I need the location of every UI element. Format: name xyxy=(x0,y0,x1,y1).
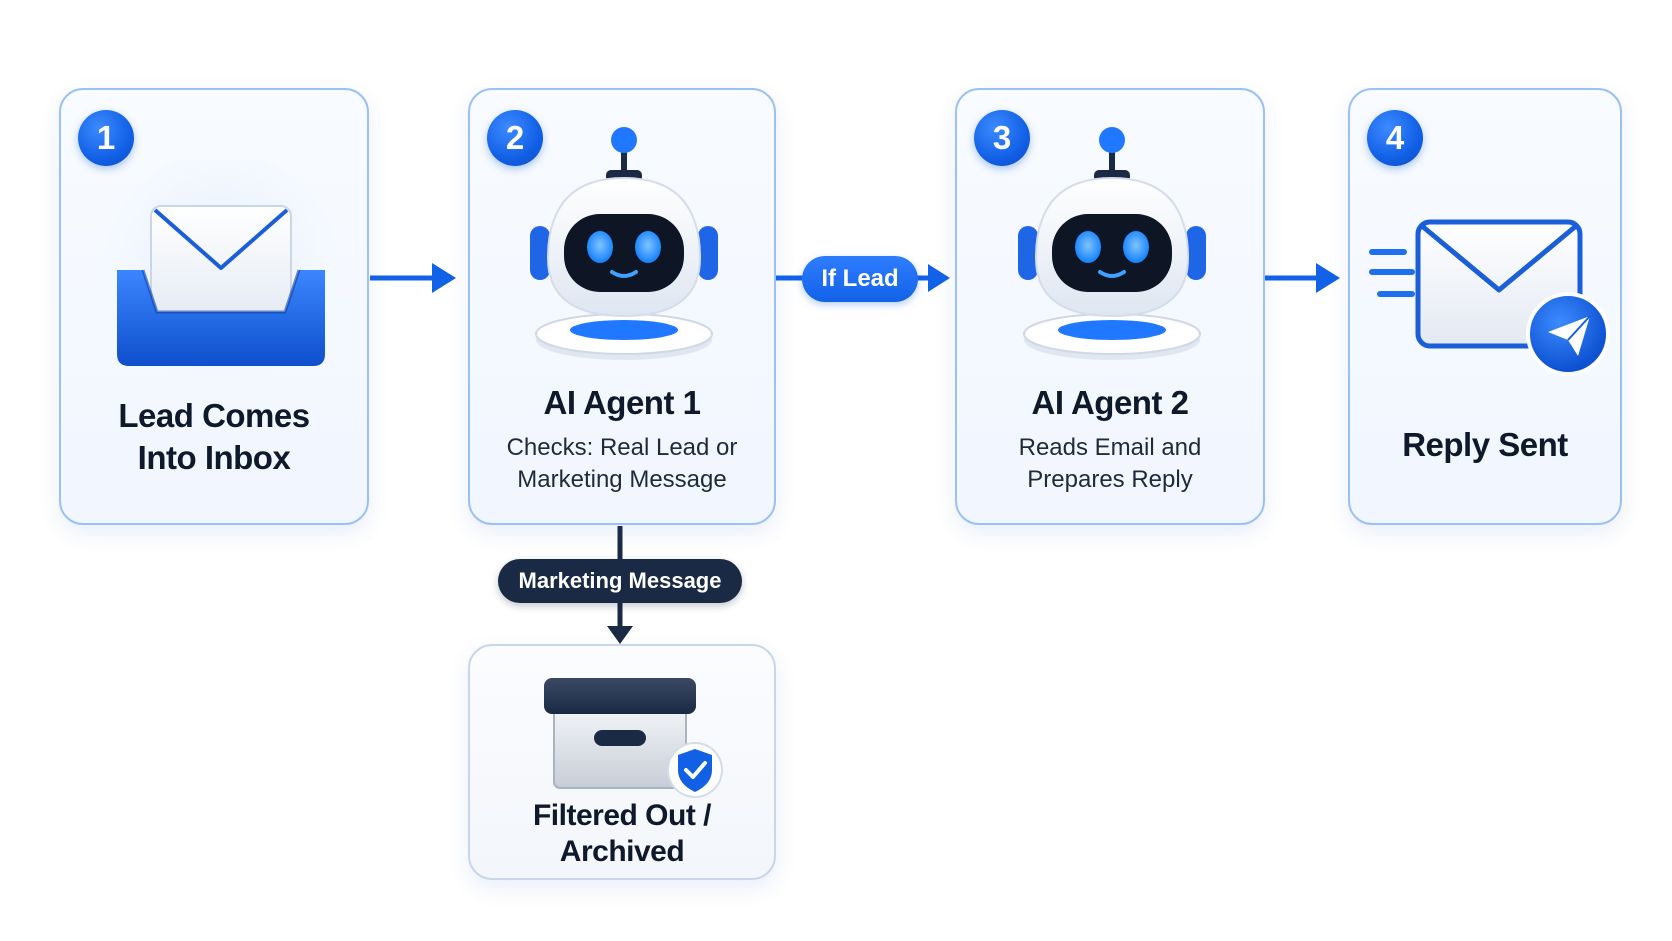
if-lead-label: If Lead xyxy=(802,256,918,302)
step-title-1-line1: Lead Comes xyxy=(118,397,310,434)
step-title-3: AI Agent 2 xyxy=(1031,384,1189,421)
step-badge-2: 2 xyxy=(487,110,543,166)
archive-box-icon xyxy=(544,678,696,789)
step-card-3: 3 AI Agent 2 Reads xyxy=(955,88,1265,525)
step-subtitle-2-line1: Checks: Real Lead or xyxy=(506,434,738,461)
robot-icon xyxy=(1018,127,1206,360)
arrow-1-to-2-head xyxy=(432,263,456,293)
step-badge-3: 3 xyxy=(974,110,1030,166)
branch-card-archived: Filtered Out / Archived xyxy=(468,644,776,880)
step-badge-4: 4 xyxy=(1367,110,1423,166)
step-subtitle-3-line2: Prepares Reply xyxy=(1027,466,1193,493)
branch-title-line1: Filtered Out / xyxy=(532,799,712,832)
inbox-envelope-icon xyxy=(105,160,337,380)
step-card-4: 4 Reply Sent xyxy=(1348,88,1622,525)
step-subtitle-3-line1: Reads Email and xyxy=(1018,434,1202,461)
arrow-2-to-3-head xyxy=(928,264,950,292)
marketing-message-label: Marketing Message xyxy=(498,559,742,603)
step-subtitle-2-line2: Marketing Message xyxy=(517,466,727,493)
branch-title-line2: Archived xyxy=(559,835,685,868)
step-title-4: Reply Sent xyxy=(1402,426,1568,463)
step-title-2: AI Agent 1 xyxy=(543,384,701,421)
send-envelope-icon xyxy=(1369,219,1610,376)
step-card-2: 2 AI Agent 1 Checks xyxy=(468,88,776,525)
step-card-1: 1 Lead Comes xyxy=(59,88,369,525)
arrow-3-to-4-head xyxy=(1316,263,1340,293)
step-title-1-line2: Into Inbox xyxy=(137,439,291,476)
shield-check-icon xyxy=(667,742,723,798)
step-badge-1: 1 xyxy=(78,110,134,166)
robot-icon xyxy=(530,127,718,360)
arrow-2-to-branch-head xyxy=(607,626,633,644)
